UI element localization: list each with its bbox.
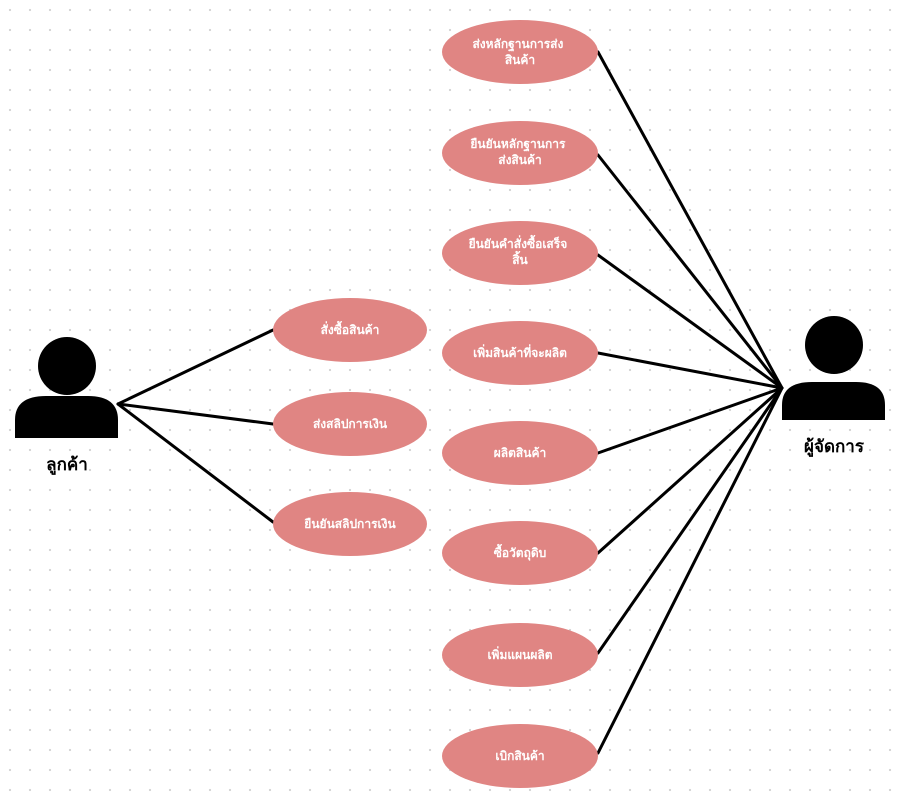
association-line [596,386,784,655]
use-case-buy-raw-materials[interactable]: ซื้อวัตถุดิบ [442,521,598,585]
use-case-ellipse [442,521,598,585]
actor-manager[interactable]: ผู้จัดการ [782,316,885,458]
use-case-send-payment-slip[interactable]: ส่งสลิปการเงิน [273,392,427,456]
actor-label-manager: ผู้จัดการ [804,437,865,458]
use-case-ellipse [273,492,427,556]
use-case-withdraw-product[interactable]: เบิกสินค้า [442,724,598,788]
association-line [596,253,784,390]
use-case-ellipse [442,623,598,687]
use-case-label: ส่งหลักฐานการส่ง สินค้า [472,37,567,67]
use-case-label: สั่งซื้อสินค้า [321,320,380,337]
use-case-ellipse [442,724,598,788]
customer-associations [116,328,275,524]
actor-customer[interactable]: ลูกค้า [15,337,118,476]
use-case-ellipse [273,392,427,456]
use-case-add-product-to-produce[interactable]: เพิ่มสินค้าที่จะผลิต [442,321,598,385]
use-case-label: เพิ่มแผนผลิต [487,646,552,662]
person-icon [782,316,885,420]
use-case-confirm-order-complete[interactable]: ยืนยันคำสั่งซื้อเสร็จ สิ้น [442,221,598,285]
use-case-label: ผลิตสินค้า [494,446,546,460]
association-line [596,153,784,390]
use-case-label: ยืนยันสลิปการเงิน [304,517,396,531]
association-line [116,402,275,426]
use-case-ellipse [442,421,598,485]
use-case-confirm-shipping-proof[interactable]: ยืนยันหลักฐานการ ส่งสินค้า [442,121,598,185]
use-case-label: ซื้อวัตถุดิบ [494,543,547,561]
use-case-ellipse [442,121,598,185]
association-line [596,50,784,390]
association-line [116,328,275,406]
use-case-ellipse [442,221,598,285]
association-line [596,386,784,555]
use-case-label: เบิกสินค้า [495,749,544,763]
use-case-produce-product[interactable]: ผลิตสินค้า [442,421,598,485]
association-line [116,402,275,524]
customer-use-cases: สั่งซื้อสินค้า ส่งสลิปการเงิน ยืนยันสลิป… [273,298,427,556]
association-line [596,386,784,455]
use-case-place-order[interactable]: สั่งซื้อสินค้า [273,298,427,362]
use-case-ellipse [442,321,598,385]
use-case-label: ส่งสลิปการเงิน [313,417,388,431]
association-line [596,386,784,755]
use-case-add-production-plan[interactable]: เพิ่มแผนผลิต [442,623,598,687]
use-case-ellipse [273,298,427,362]
association-line [596,351,784,390]
person-icon [15,337,118,438]
use-case-confirm-payment-slip[interactable]: ยืนยันสลิปการเงิน [273,492,427,556]
manager-use-cases: ส่งหลักฐานการส่ง สินค้า ยืนยันหลักฐานการ… [442,20,598,788]
use-case-send-shipping-proof[interactable]: ส่งหลักฐานการส่ง สินค้า [442,20,598,84]
manager-associations [596,50,784,755]
use-case-label: ยืนยันคำสั่งซื้อเสร็จ สิ้น [469,234,572,267]
actor-label-customer: ลูกค้า [46,455,88,476]
use-case-label: เพิ่มสินค้าที่จะผลิต [473,344,567,360]
use-case-ellipse [442,20,598,84]
use-case-label: ยืนยันหลักฐานการ ส่งสินค้า [470,137,569,167]
